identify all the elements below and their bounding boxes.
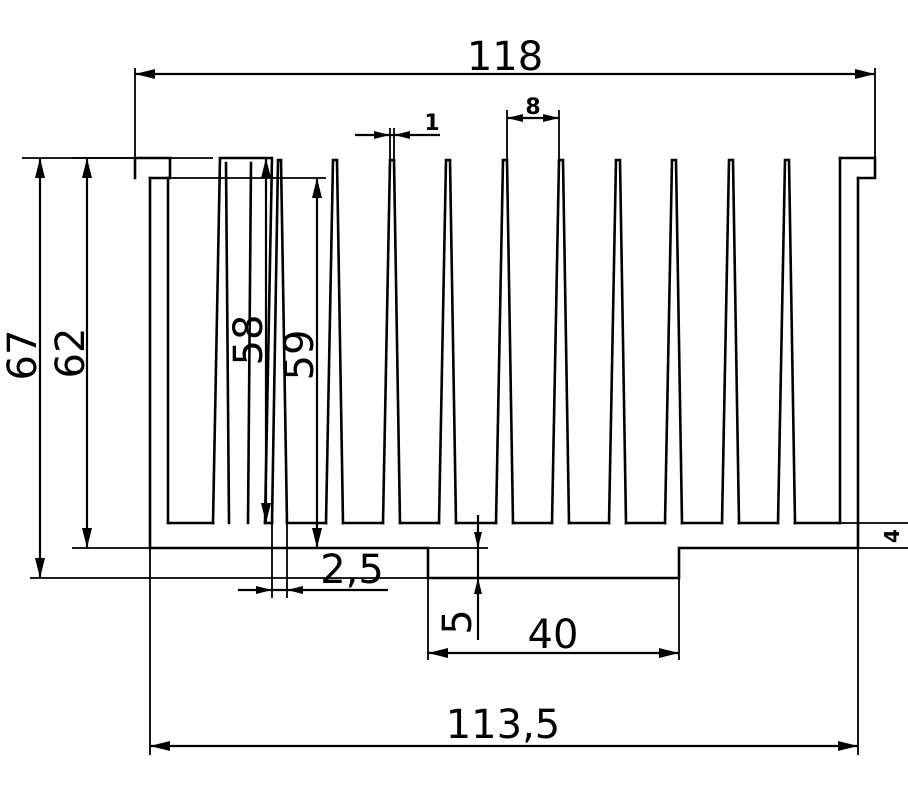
heatsink-profile xyxy=(133,156,877,580)
dim-label-5: 5 xyxy=(435,609,481,634)
dim-label-8: 8 xyxy=(525,95,540,120)
dim-label-2-5: 2,5 xyxy=(320,547,384,593)
base-bottom xyxy=(148,546,860,580)
dim-label-67: 67 xyxy=(0,330,46,381)
fin-3 xyxy=(324,158,345,525)
wide-fin-1-core xyxy=(224,161,231,525)
left-flange xyxy=(133,156,172,180)
wide-fin-1 xyxy=(211,156,274,525)
fin-5 xyxy=(437,158,458,525)
dim-label-58: 58 xyxy=(226,315,272,366)
fin-9 xyxy=(663,158,684,525)
dim-label-113-5: 113,5 xyxy=(446,702,561,748)
dim-label-40: 40 xyxy=(528,612,579,658)
fin-10 xyxy=(720,158,741,525)
dimension-lines xyxy=(35,69,875,751)
fin-2 xyxy=(270,158,289,525)
dimension-labels: 118 8 1 67 62 58 59 2,5 4 5 40 113,5 xyxy=(0,34,904,748)
wide-fin-1-core xyxy=(246,161,253,525)
fin-8 xyxy=(607,158,628,525)
fin-7 xyxy=(550,158,571,525)
dim-label-118: 118 xyxy=(467,34,543,80)
fin-11 xyxy=(776,158,797,525)
right-flange xyxy=(838,156,877,180)
dim-label-1: 1 xyxy=(424,111,439,136)
dim-label-62: 62 xyxy=(48,328,94,379)
dim-label-59: 59 xyxy=(277,330,323,381)
extension-lines xyxy=(22,68,908,755)
fin-4 xyxy=(381,158,402,525)
dim-label-4: 4 xyxy=(880,529,904,543)
fin-6 xyxy=(494,158,515,525)
